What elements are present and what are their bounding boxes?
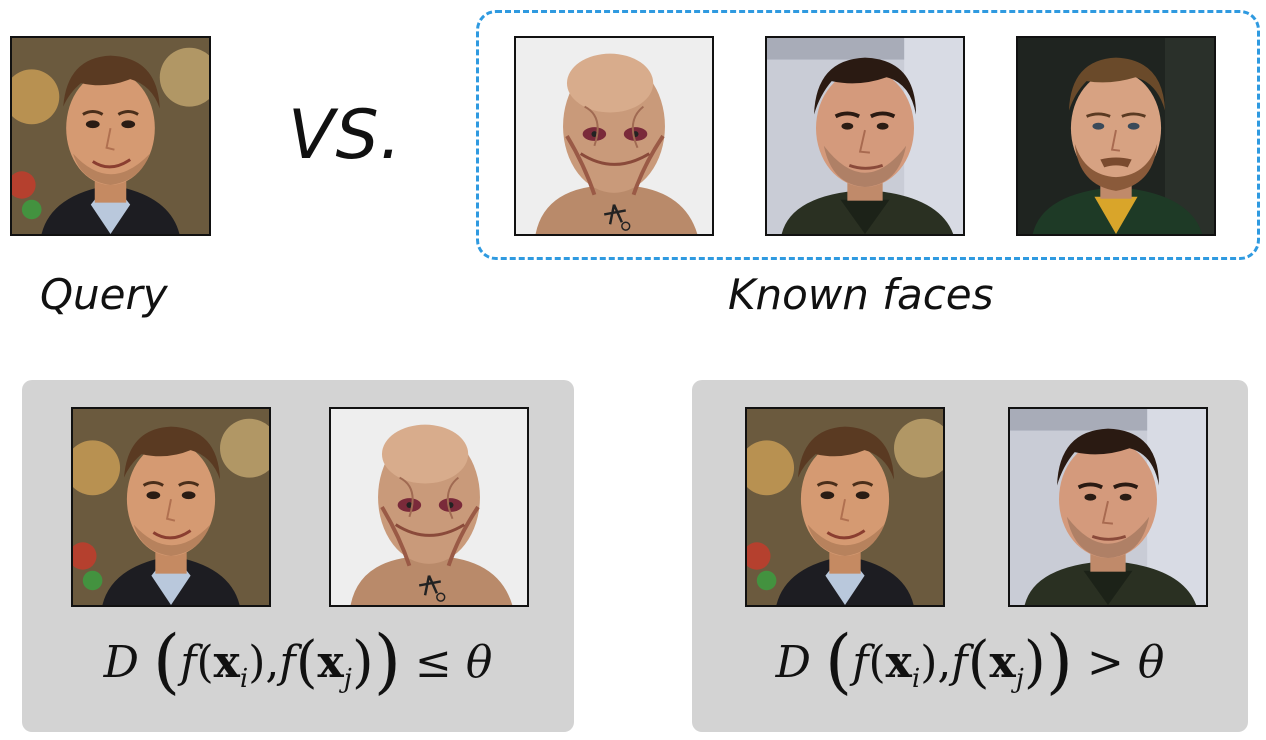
match-known-face-picture	[331, 409, 527, 605]
match-panel: D (f(xi),f(xj)) ≤ θ	[22, 380, 574, 732]
nonmatch-query-face	[745, 407, 945, 607]
match-relation: ≤	[415, 637, 452, 688]
nonmatch-formula: D (f(xi),f(xj)) > θ	[775, 620, 1165, 702]
known-faces-label: Known faces	[728, 270, 994, 319]
match-known-face	[329, 407, 529, 607]
known-face-3	[1016, 36, 1216, 236]
known-face-3-picture	[1018, 38, 1214, 234]
nonmatch-panel: D (f(xi),f(xj)) > θ	[692, 380, 1248, 732]
known-face-1	[514, 36, 714, 236]
query-label: Query	[40, 270, 168, 319]
nonmatch-relation: >	[1087, 637, 1124, 688]
known-face-1-picture	[516, 38, 712, 234]
match-formula: D (f(xi),f(xj)) ≤ θ	[103, 620, 493, 702]
query-face-image	[10, 36, 211, 236]
known-faces-frame	[476, 10, 1260, 260]
nonmatch-query-face-picture	[747, 409, 943, 605]
match-query-face-picture	[73, 409, 269, 605]
nonmatch-known-face-picture	[1010, 409, 1206, 605]
vs-text: VS.	[288, 96, 403, 175]
query-face-picture	[12, 38, 209, 234]
known-face-2-picture	[767, 38, 963, 234]
nonmatch-known-face	[1008, 407, 1208, 607]
known-face-2	[765, 36, 965, 236]
match-query-face	[71, 407, 271, 607]
